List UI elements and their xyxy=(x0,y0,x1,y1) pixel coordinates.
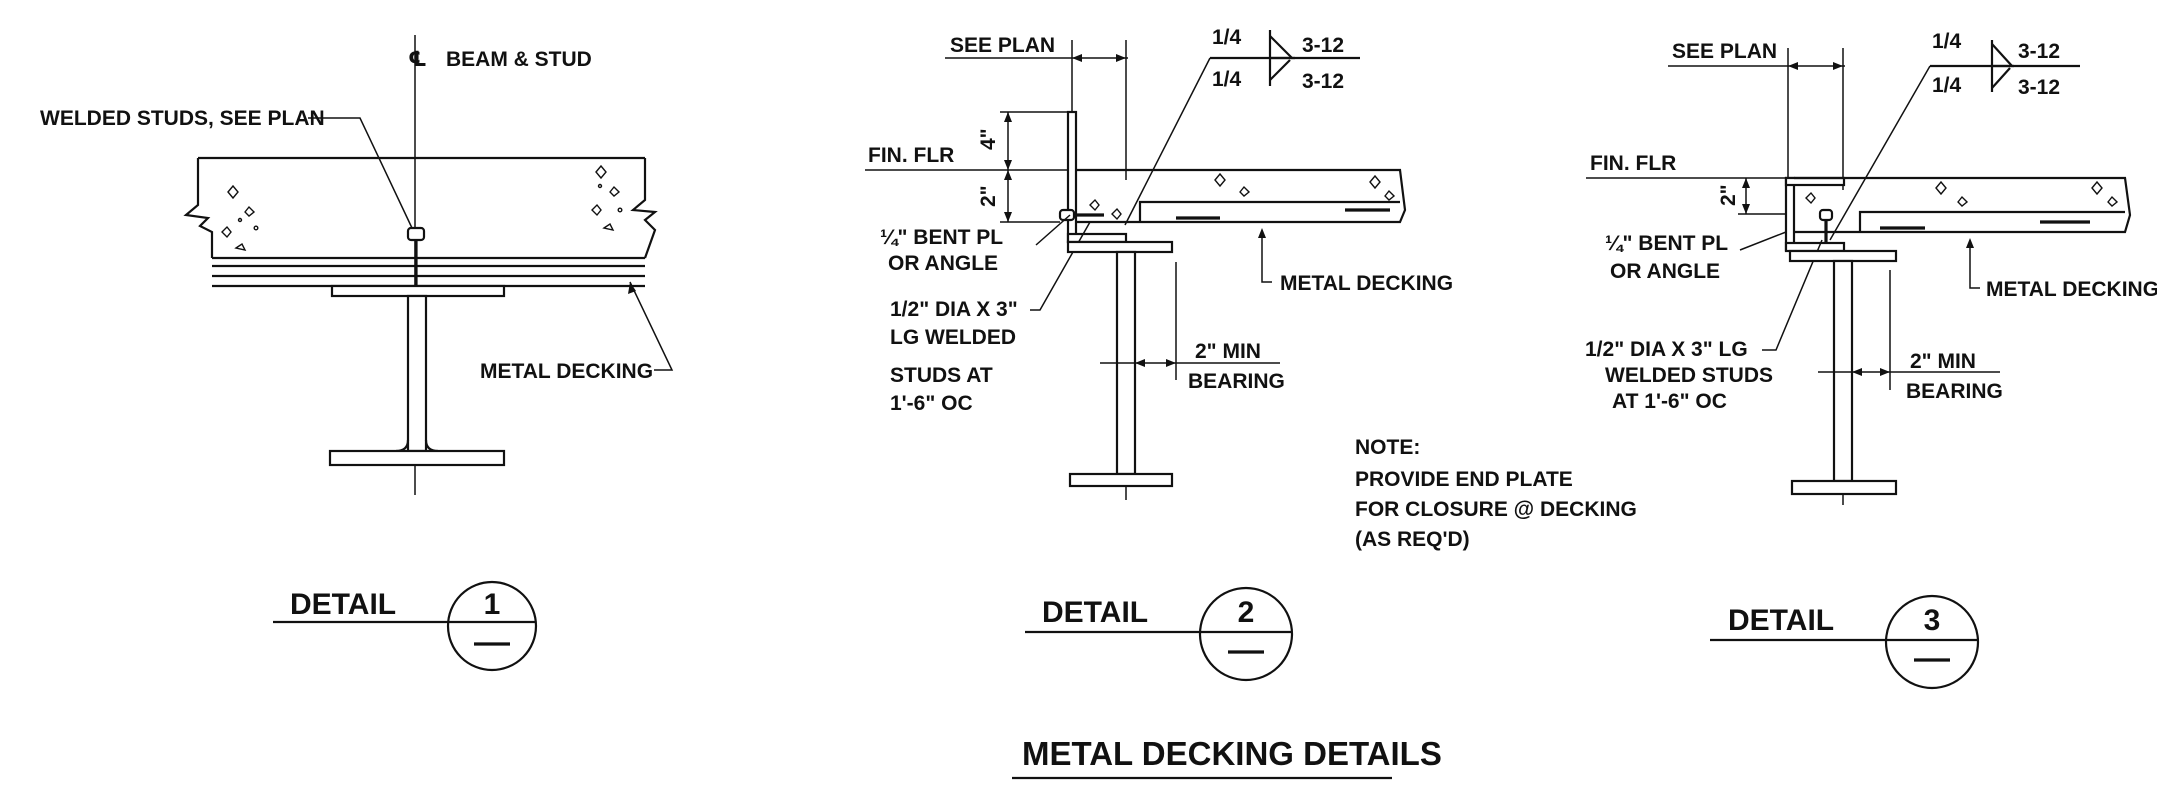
fin-flr-label: FIN. FLR xyxy=(1590,152,1676,175)
weld-symbol: 1/4 3-12 1/4 3-12 xyxy=(1124,26,1360,226)
dim-2: 2" xyxy=(977,185,1000,207)
dimension-arrows xyxy=(1742,178,1750,214)
centerline-label: BEAM & STUD xyxy=(446,48,592,71)
bent-pl-leader xyxy=(1739,231,1787,251)
svg-text:3-12: 3-12 xyxy=(2018,76,2060,99)
detail-word: DETAIL xyxy=(290,588,396,621)
svg-text:3-12: 3-12 xyxy=(1302,34,1344,57)
studs-label-3: STUDS AT xyxy=(890,364,993,387)
studs-label-2: WELDED STUDS xyxy=(1605,364,1773,387)
bent-pl-label-1: ¼" BENT PL xyxy=(1605,232,1728,255)
dimension-arrows xyxy=(1135,359,1176,367)
arrowhead xyxy=(1258,228,1266,238)
studs-label-3: AT 1'-6" OC xyxy=(1612,390,1727,413)
detail-word: DETAIL xyxy=(1042,596,1148,629)
decking-label: METAL DECKING xyxy=(1986,278,2157,301)
concrete-aggregate-pattern xyxy=(1089,172,1396,221)
decking-leader xyxy=(629,281,674,371)
studs-label: WELDED STUDS, SEE PLAN xyxy=(40,107,325,130)
arrowhead xyxy=(628,282,636,294)
bent-plate xyxy=(1784,176,1846,253)
detail-3-section: SEE PLAN 1/4 3-12 1/4 3-12 xyxy=(1585,30,2157,690)
see-plan-label: SEE PLAN xyxy=(950,34,1055,57)
studs-leader xyxy=(1762,239,1823,351)
bearing-label: BEARING xyxy=(1906,380,2003,403)
svg-text:1/4: 1/4 xyxy=(1212,68,1242,91)
bent-pl-label-2: OR ANGLE xyxy=(1610,260,1720,283)
fin-flr-label: FIN. FLR xyxy=(868,144,954,167)
wide-flange-beam xyxy=(1066,238,1174,500)
concrete-slab-outline xyxy=(1794,176,2132,234)
svg-text:3-12: 3-12 xyxy=(2018,40,2060,63)
concrete-aggregate-pattern xyxy=(1805,180,2119,207)
studs-label-4: 1'-6" OC xyxy=(890,392,973,415)
note-line-2: FOR CLOSURE @ DECKING xyxy=(1355,498,1637,521)
detail-1-section: ℄ BEAM & STUD xyxy=(40,35,674,672)
decking-leader xyxy=(1261,236,1272,283)
dim-4: 4" xyxy=(977,128,1000,150)
decking-label: METAL DECKING xyxy=(1280,272,1453,295)
note-heading: NOTE: xyxy=(1355,436,1420,459)
arrowhead xyxy=(1966,238,1974,248)
wide-flange-beam xyxy=(328,284,506,467)
svg-text:1/4: 1/4 xyxy=(1932,74,1962,97)
sheet-title: METAL DECKING DETAILS xyxy=(1022,735,1442,772)
detail-1-marker: DETAIL 1 xyxy=(273,580,538,672)
detail-3-marker: DETAIL 3 xyxy=(1710,594,1980,690)
see-plan-label: SEE PLAN xyxy=(1672,40,1777,63)
detail-number: 1 xyxy=(484,588,501,621)
note-line-1: PROVIDE END PLATE xyxy=(1355,468,1573,491)
bearing-label: BEARING xyxy=(1188,370,1285,393)
decking-label: METAL DECKING xyxy=(480,360,653,383)
note-block: NOTE: PROVIDE END PLATE FOR CLOSURE @ DE… xyxy=(1355,436,1637,551)
min-label: 2" MIN xyxy=(1910,350,1976,373)
decking-rib xyxy=(1858,210,2125,232)
detail-2-marker: DETAIL 2 xyxy=(1025,586,1294,682)
centerline-symbol: ℄ xyxy=(408,48,427,71)
studs-label-1: 1/2" DIA X 3" LG xyxy=(1585,338,1748,361)
sheet-title-block: METAL DECKING DETAILS xyxy=(1012,735,1442,780)
weld-symbol: 1/4 3-12 1/4 3-12 xyxy=(1829,30,2080,241)
shear-stud xyxy=(406,226,426,286)
studs-label-2: LG WELDED xyxy=(890,326,1016,349)
studs-leader xyxy=(308,117,413,229)
decking-leader xyxy=(1969,246,1980,289)
bent-pl-label-1: ¼" BENT PL xyxy=(880,226,1003,249)
shear-stud xyxy=(1058,208,1104,222)
svg-text:1/4: 1/4 xyxy=(1932,30,1962,53)
min-label: 2" MIN xyxy=(1195,340,1261,363)
dimension-arrows xyxy=(1852,368,1890,376)
detail-2-section: SEE PLAN 1/4 3-12 1/4 3-12 xyxy=(865,26,1453,682)
dim-2: 2" xyxy=(1717,184,1740,206)
wide-flange-beam xyxy=(1788,249,1898,505)
bent-pl-label-2: OR ANGLE xyxy=(888,252,998,275)
decking-rib xyxy=(1138,200,1400,222)
note-line-3: (AS REQ'D) xyxy=(1355,528,1470,551)
detail-number: 3 xyxy=(1924,604,1941,637)
shear-stud xyxy=(1818,208,1834,243)
dimension-arrows xyxy=(1004,112,1012,222)
studs-label-1: 1/2" DIA X 3" xyxy=(890,298,1018,321)
detail-word: DETAIL xyxy=(1728,604,1834,637)
bent-pl-leader xyxy=(1035,214,1071,246)
concrete-slab-outline xyxy=(1076,168,1407,224)
concrete-aggregate-pattern xyxy=(221,164,623,252)
detail-number: 2 xyxy=(1238,596,1255,629)
svg-text:1/4: 1/4 xyxy=(1212,26,1242,49)
svg-text:3-12: 3-12 xyxy=(1302,70,1344,93)
concrete-slab-outline xyxy=(183,156,658,259)
